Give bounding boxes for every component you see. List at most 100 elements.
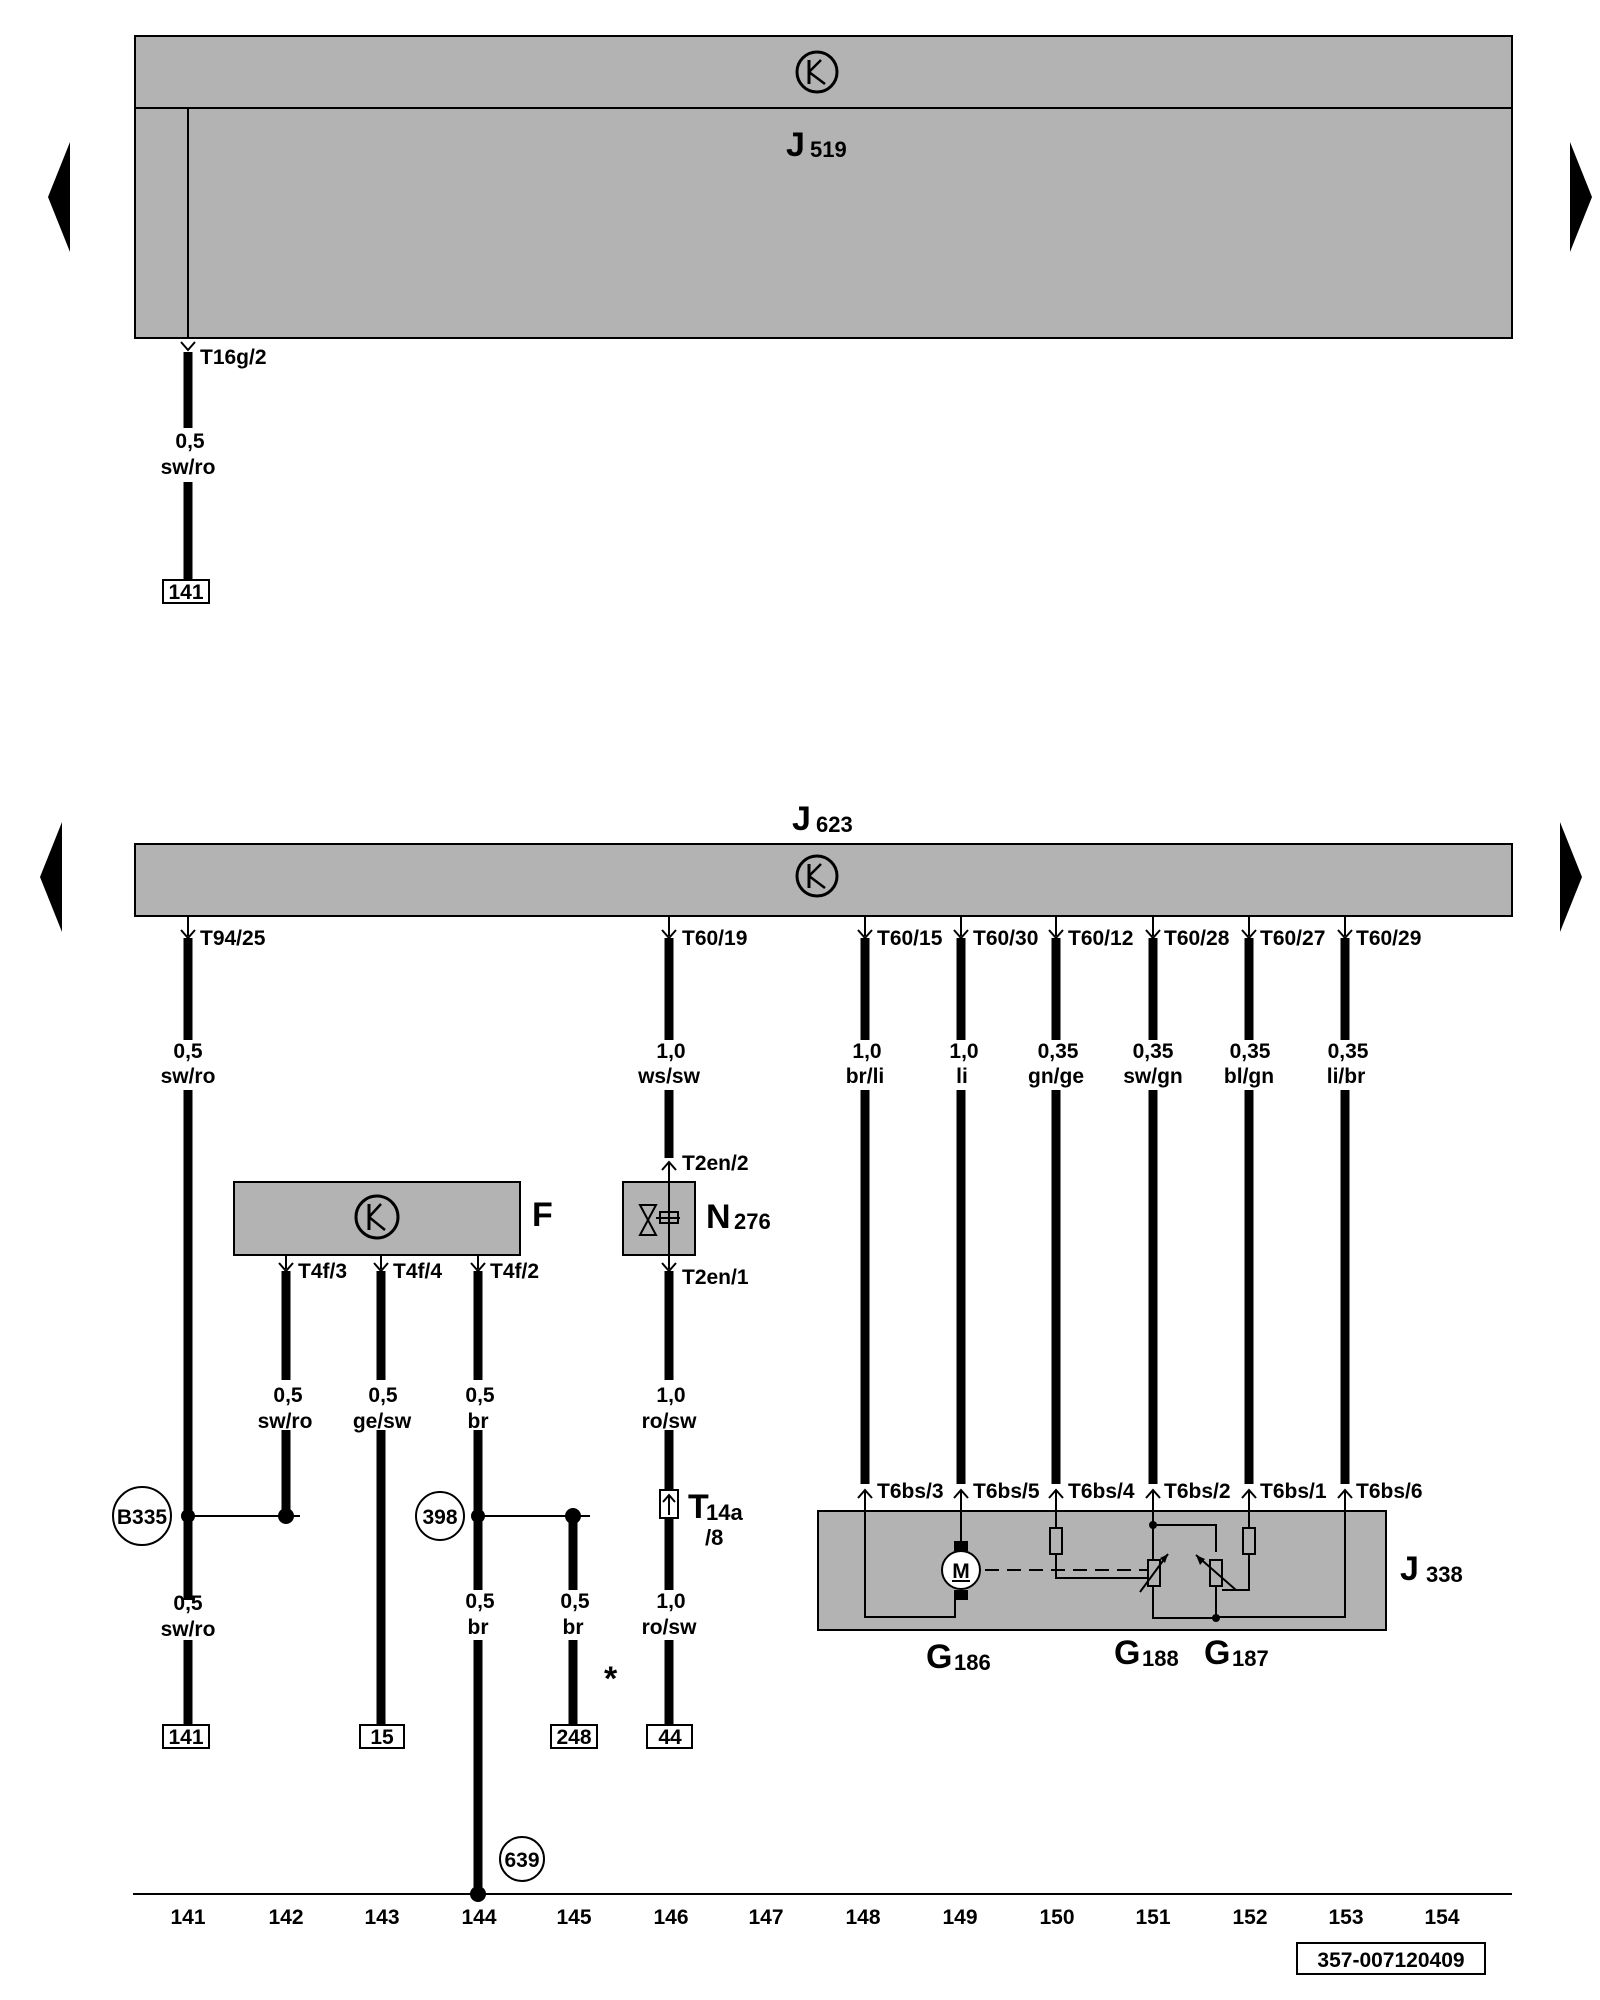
ref-box-141-top[interactable]: 141: [162, 579, 210, 604]
valve-n276: N 276: [622, 1181, 771, 1256]
svg-text:T60/28: T60/28: [1164, 927, 1230, 950]
svg-text:B335: B335: [117, 1506, 168, 1529]
svg-text:248: 248: [556, 1726, 591, 1749]
j623-pin-t60-12: T60/12 0,35 gn/ge: [1028, 916, 1133, 1088]
connector-pin: /8: [705, 1525, 723, 1550]
control-unit-j519: J 519: [134, 35, 1513, 339]
unit-f: F: [233, 1181, 553, 1256]
j623-pin-t60-27: T60/27 0,35 bl/gn: [1224, 916, 1325, 1088]
connector-label-sub: 14a: [706, 1500, 743, 1525]
j623-pin-t60-28: T60/28 0,35 sw/gn: [1123, 916, 1230, 1088]
svg-text:0,35: 0,35: [1230, 1040, 1271, 1063]
svg-text:0,5: 0,5: [368, 1384, 398, 1407]
svg-text:398: 398: [422, 1506, 457, 1529]
g187-label-sub: 187: [1232, 1646, 1269, 1671]
prev-page-arrow-top[interactable]: [48, 142, 70, 252]
connector-label: T16g/2: [200, 346, 267, 369]
footnote-star: *: [604, 1660, 618, 1698]
wire-track-146: T2en/2: [661, 938, 749, 1182]
ref-box-15[interactable]: 15: [359, 1724, 405, 1749]
svg-text:141: 141: [170, 1906, 205, 1929]
electronic-unit-icon: [795, 854, 839, 898]
motor-icon: M: [941, 1541, 981, 1600]
electronic-unit-icon: [354, 1194, 400, 1240]
wire-track-141: B335 0,5 sw/ro: [112, 938, 300, 1725]
svg-text:0,5: 0,5: [273, 1384, 303, 1407]
svg-text:141: 141: [168, 581, 203, 604]
svg-text:T60/12: T60/12: [1068, 927, 1133, 950]
svg-text:br: br: [563, 1616, 584, 1639]
svg-text:44: 44: [658, 1726, 682, 1749]
valve-label: N: [706, 1198, 731, 1236]
svg-text:148: 148: [845, 1906, 880, 1929]
document-number: 357-007120409: [1296, 1942, 1486, 1975]
svg-text:ro/sw: ro/sw: [642, 1410, 698, 1433]
svg-text:153: 153: [1328, 1906, 1363, 1929]
engine-control-unit-j623: [134, 843, 1513, 917]
next-page-arrow-top[interactable]: [1570, 142, 1592, 252]
ref-box-44[interactable]: 44: [646, 1724, 693, 1749]
svg-text:1,0: 1,0: [656, 1384, 685, 1407]
svg-text:1,0: 1,0: [656, 1040, 685, 1063]
svg-text:sw/gn: sw/gn: [1123, 1065, 1183, 1088]
wire-track-145: 0,5 br *: [560, 1508, 618, 1725]
svg-text:0,5: 0,5: [465, 1384, 495, 1407]
svg-text:T6bs/6: T6bs/6: [1356, 1480, 1423, 1503]
g187-label: G: [1204, 1634, 1230, 1672]
j623-pin-t60-15: T60/15 1,0 br/li: [846, 916, 943, 1088]
svg-text:357-007120409: 357-007120409: [1317, 1949, 1464, 1972]
svg-text:br: br: [468, 1616, 489, 1639]
splice-b335: [112, 1486, 172, 1546]
svg-text:T60/19: T60/19: [682, 927, 747, 950]
svg-text:T60/29: T60/29: [1356, 927, 1421, 950]
svg-text:154: 154: [1424, 1906, 1459, 1929]
svg-text:ro/sw: ro/sw: [642, 1616, 698, 1639]
wires-tracks-148-153: [860, 938, 1350, 1484]
svg-text:br: br: [468, 1410, 489, 1433]
svg-text:ge/sw: ge/sw: [353, 1410, 412, 1433]
svg-text:0,5: 0,5: [560, 1590, 590, 1613]
f-pin-t4f-4: T4f/4 0,5 ge/sw: [353, 1255, 442, 1725]
unit-j338-label-sub: 338: [1426, 1562, 1463, 1587]
j623-pin-t60-30: T60/30 1,0 li: [949, 916, 1038, 1088]
prev-page-arrow-bottom[interactable]: [40, 822, 62, 932]
next-page-arrow-bottom[interactable]: [1560, 822, 1582, 932]
svg-text:147: 147: [748, 1906, 783, 1929]
svg-text:0,35: 0,35: [1038, 1040, 1079, 1063]
ref-box-248[interactable]: 248: [550, 1724, 598, 1749]
svg-text:639: 639: [504, 1849, 539, 1872]
svg-text:1,0: 1,0: [656, 1590, 685, 1613]
wire-size: 0,5: [175, 430, 205, 453]
svg-text:1,0: 1,0: [852, 1040, 881, 1063]
svg-text:ws/sw: ws/sw: [637, 1065, 701, 1088]
svg-text:li: li: [956, 1065, 968, 1088]
svg-text:0,35: 0,35: [1328, 1040, 1369, 1063]
unit-label: J: [786, 126, 805, 164]
svg-text:T6bs/1: T6bs/1: [1260, 1480, 1327, 1503]
j623-pin-t94-25: T94/25 0,5 sw/ro: [161, 916, 266, 1088]
connector-label: T: [688, 1488, 709, 1526]
n276-pin-bottom: T2en/1 1,0 ro/sw: [642, 1255, 749, 1490]
svg-text:T6bs/4: T6bs/4: [1068, 1480, 1135, 1503]
g188-label-sub: 188: [1142, 1646, 1179, 1671]
splice-398: 398 0,5 br: [415, 1491, 590, 1639]
f-pin-t4f-2: T4f/2 0,5 br: [465, 1255, 539, 1890]
electronic-unit-icon: [795, 50, 839, 94]
ref-box-141[interactable]: 141: [162, 1724, 210, 1749]
svg-text:T60/15: T60/15: [877, 927, 943, 950]
svg-text:T6bs/3: T6bs/3: [877, 1480, 944, 1503]
svg-text:150: 150: [1039, 1906, 1074, 1929]
svg-text:142: 142: [268, 1906, 303, 1929]
svg-text:br/li: br/li: [846, 1065, 885, 1088]
svg-text:143: 143: [364, 1906, 399, 1929]
svg-text:T94/25: T94/25: [200, 927, 266, 950]
valve-label-sub: 276: [734, 1209, 771, 1234]
svg-text:141: 141: [168, 1726, 203, 1749]
unit-j338-label: J: [1400, 1550, 1419, 1588]
connector-t14a: T 14a /8 1,0 ro/sw: [642, 1488, 743, 1725]
svg-text:T4f/3: T4f/3: [298, 1260, 347, 1283]
svg-text:1,0: 1,0: [949, 1040, 978, 1063]
svg-text:149: 149: [942, 1906, 977, 1929]
g186-label-sub: 186: [954, 1650, 991, 1675]
wire-color: sw/ro: [161, 456, 216, 479]
